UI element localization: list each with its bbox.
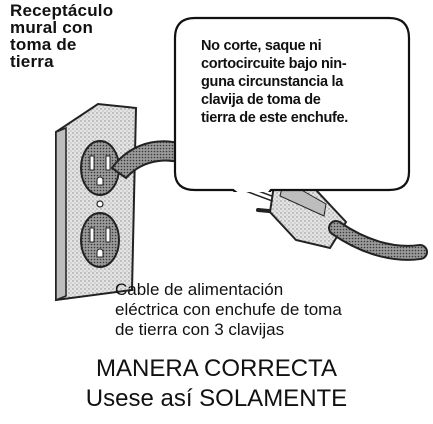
lower-socket [80,212,120,268]
cable-label: Cable de alimentación eléctrica con ench… [115,280,342,339]
outlet-label: Receptáculo mural con toma de tierra [10,1,114,71]
warning-callout: No corte, saque ni cortocircuite bajo ni… [173,16,411,192]
cover-screw [96,200,104,208]
wall-receptacle [55,102,138,302]
warning-text: No corte, saque ni cortocircuite bajo ni… [201,38,349,126]
power-cord [328,220,428,261]
callout-bubble [173,16,411,192]
heading-use-only: Usese así SOLAMENTE [85,385,348,412]
heading-correct-way: MANERA CORRECTA [96,355,337,382]
